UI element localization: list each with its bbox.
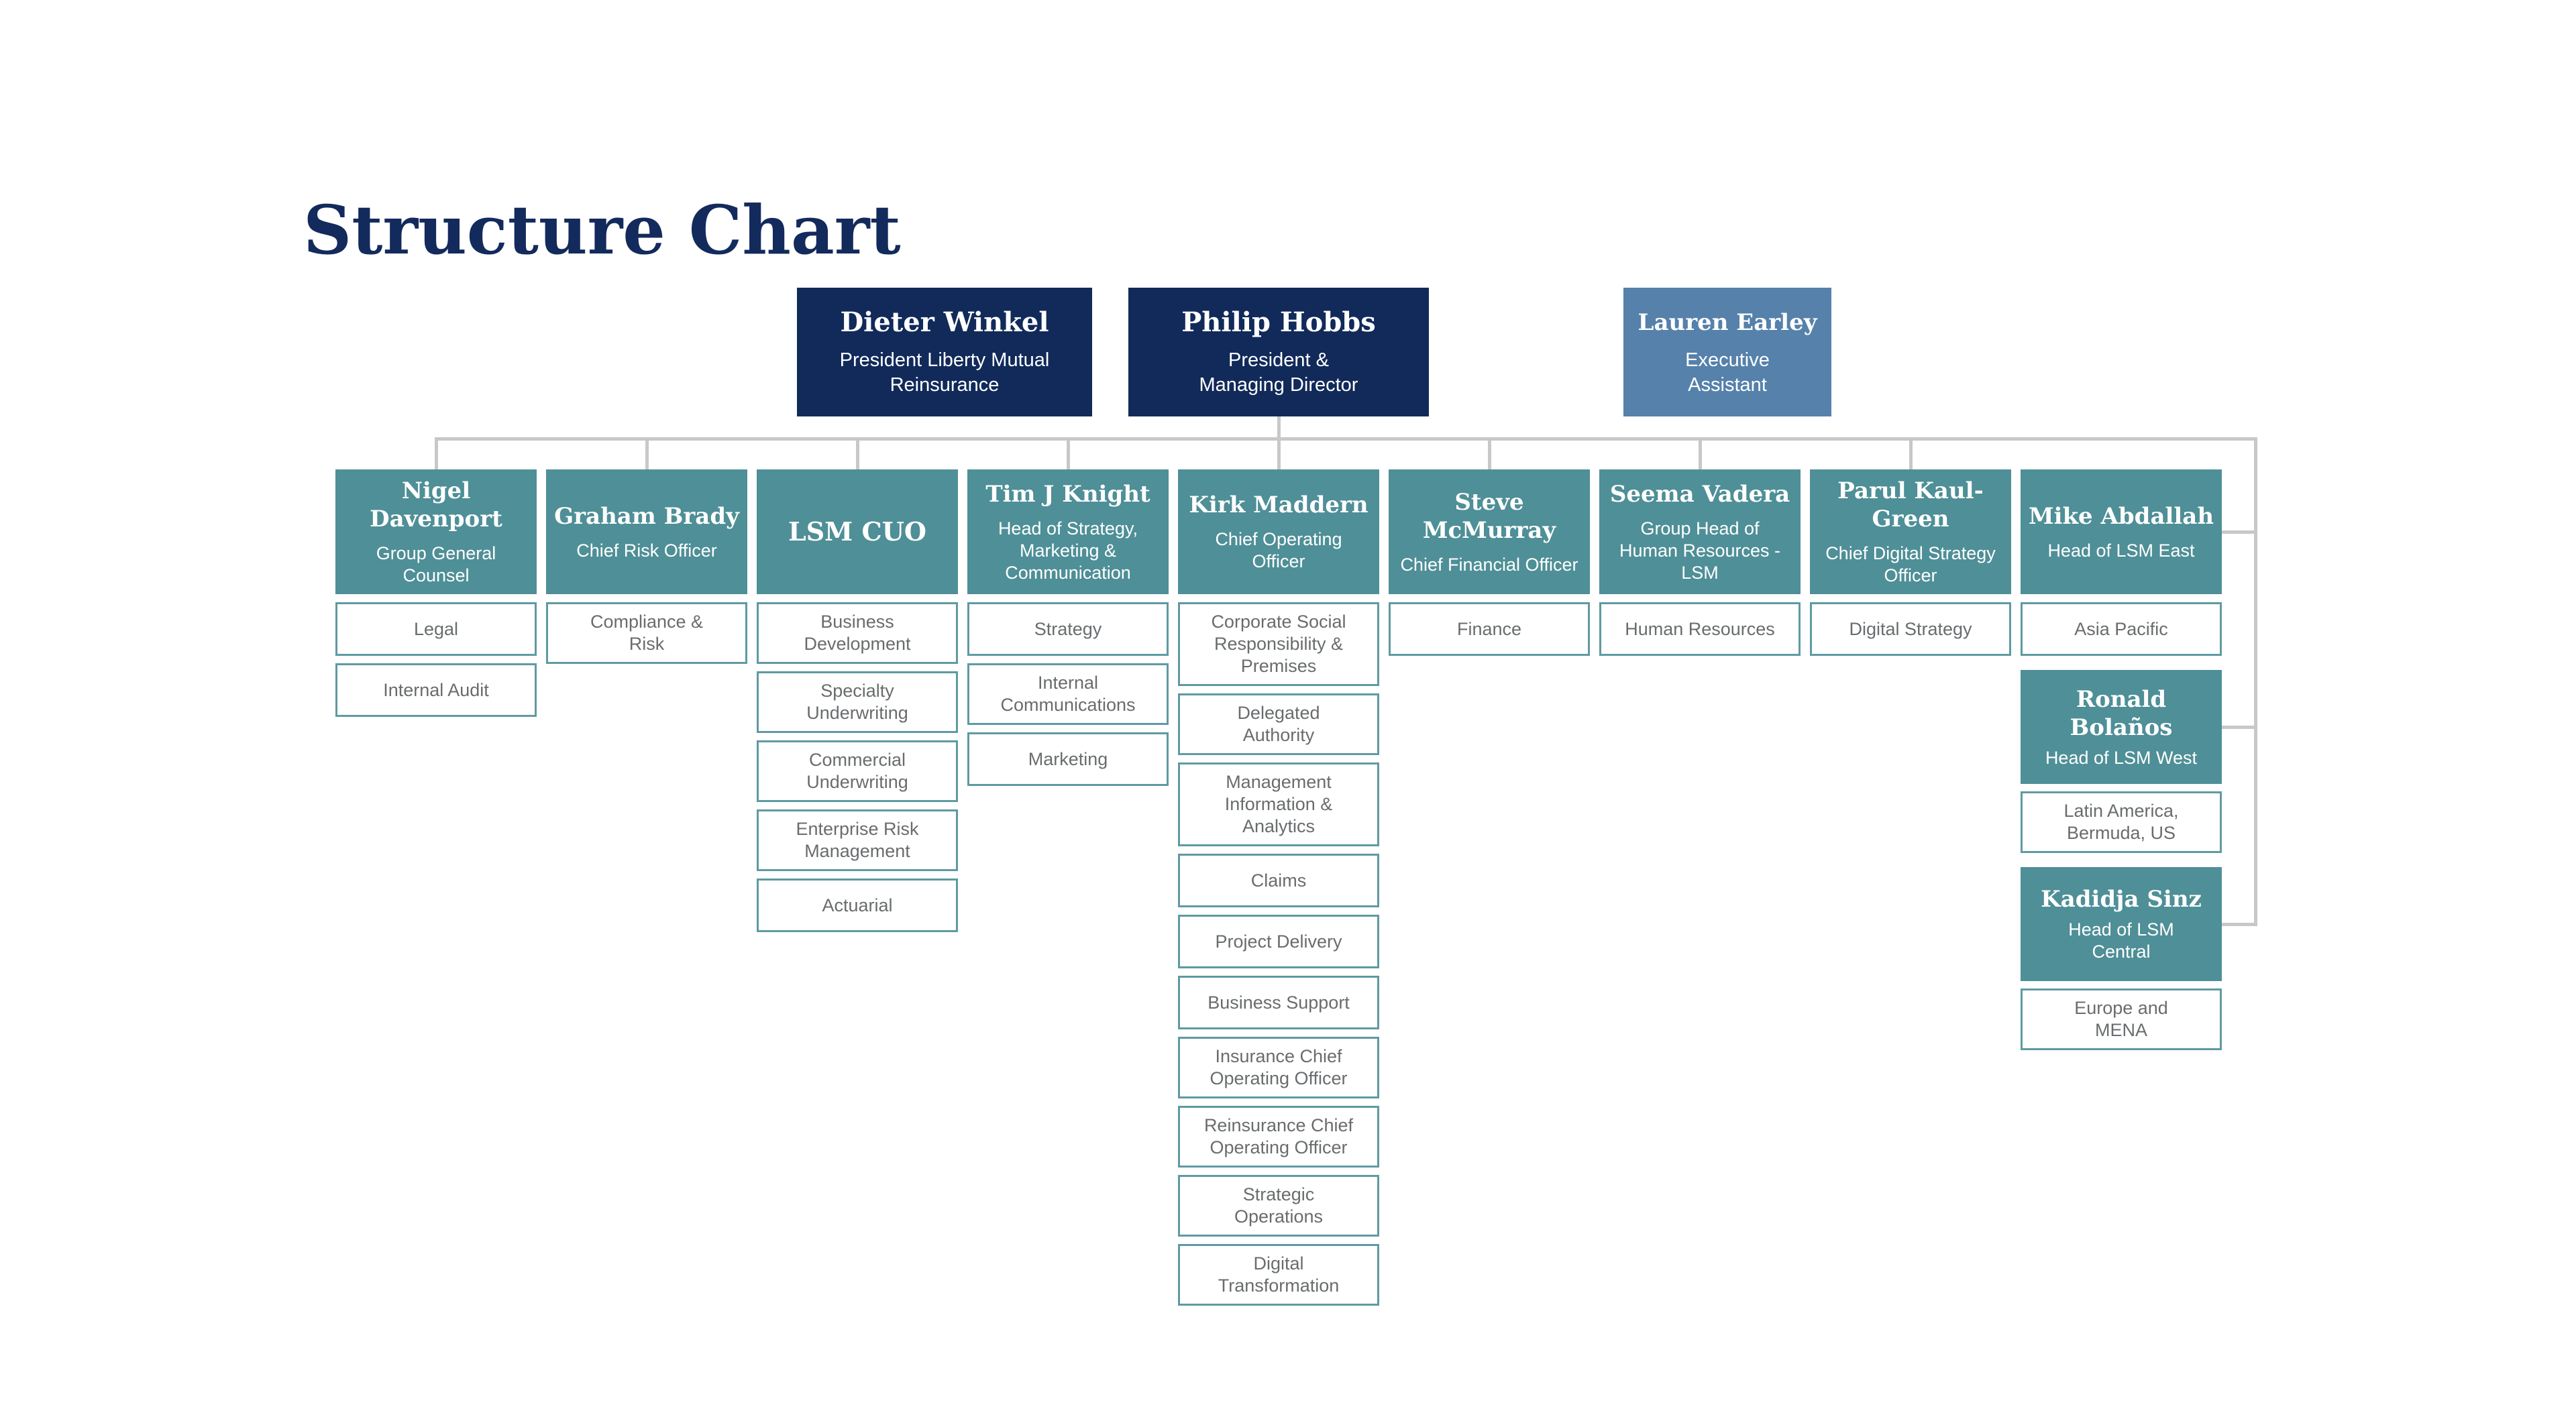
unit-box: Insurance Chief Operating Officer bbox=[1178, 1037, 1379, 1098]
sub-column: Corporate Social Responsibility & Premis… bbox=[1178, 602, 1379, 1306]
unit-box: Management Information & Analytics bbox=[1178, 762, 1379, 846]
dept-role: Head of LSM Central bbox=[2068, 919, 2174, 962]
unit-box: Digital Strategy bbox=[1810, 602, 2011, 656]
connector-drop bbox=[1277, 437, 1281, 469]
unit-box: Commercial Underwriting bbox=[757, 740, 958, 802]
unit-box: Latin America, Bermuda, US bbox=[2021, 791, 2222, 853]
connector-stub bbox=[2222, 726, 2254, 729]
connector-drop bbox=[435, 437, 438, 469]
unit-box: Specialty Underwriting bbox=[757, 671, 958, 733]
connector-drop bbox=[645, 437, 649, 469]
unit-box: Internal Communications bbox=[967, 663, 1169, 725]
unit-box: Digital Transformation bbox=[1178, 1244, 1379, 1306]
unit-box: Business Development bbox=[757, 602, 958, 664]
unit-box: Strategic Operations bbox=[1178, 1175, 1379, 1237]
person-name: Dieter Winkel bbox=[840, 306, 1049, 338]
unit-box: Enterprise Risk Management bbox=[757, 809, 958, 871]
dept-name: Tim J Knight bbox=[985, 480, 1150, 508]
page-title: Structure Chart bbox=[303, 190, 901, 270]
unit-box: Reinsurance Chief Operating Officer bbox=[1178, 1106, 1379, 1168]
person-name: Philip Hobbs bbox=[1181, 306, 1376, 338]
dept-name: Nigel Davenport bbox=[370, 477, 502, 532]
dept-role: Head of LSM East bbox=[2047, 540, 2195, 561]
dept-name: Parul Kaul-Green bbox=[1837, 477, 1984, 532]
connector-drop bbox=[1067, 437, 1070, 469]
dept-name: Kirk Maddern bbox=[1189, 492, 1368, 518]
sub-column: Human Resources bbox=[1599, 602, 1801, 656]
sub-column: Finance bbox=[1389, 602, 1590, 656]
connector-exec-drop bbox=[1277, 416, 1281, 437]
connector-bus bbox=[436, 437, 2257, 441]
connector-drop bbox=[1699, 437, 1702, 469]
unit-box: Human Resources bbox=[1599, 602, 1801, 656]
unit-box: Corporate Social Responsibility & Premis… bbox=[1178, 602, 1379, 686]
unit-box: Project Delivery bbox=[1178, 915, 1379, 968]
dept-role: Group Head of Human Resources - LSM bbox=[1619, 518, 1781, 583]
sub-column: Compliance & Risk bbox=[546, 602, 747, 664]
dept-role: Chief Financial Officer bbox=[1400, 554, 1578, 575]
dept-role: Chief Operating Officer bbox=[1215, 529, 1342, 571]
person-role: President & Managing Director bbox=[1199, 349, 1358, 396]
unit-box: Compliance & Risk bbox=[546, 602, 747, 664]
unit-box: Europe and MENA bbox=[2021, 988, 2222, 1050]
unit-box: Actuarial bbox=[757, 878, 958, 932]
dept-role: Head of Strategy, Marketing & Communicat… bbox=[998, 518, 1138, 583]
dept-role: Head of LSM West bbox=[2045, 747, 2198, 768]
unit-box: Finance bbox=[1389, 602, 1590, 656]
person-role: President Liberty Mutual Reinsurance bbox=[839, 349, 1050, 396]
dept-role: Group General Counsel bbox=[376, 543, 496, 585]
dept-name: LSM CUO bbox=[788, 516, 926, 547]
unit-box: Internal Audit bbox=[335, 663, 537, 717]
unit-box: Asia Pacific bbox=[2021, 602, 2222, 656]
dept-name: Mike Abdallah bbox=[2028, 502, 2214, 530]
unit-box: Legal bbox=[335, 602, 537, 656]
connector-bracket bbox=[2254, 437, 2257, 926]
sub-column: Digital Strategy bbox=[1810, 602, 2011, 656]
person-role: Executive Assistant bbox=[1685, 349, 1770, 396]
dept-name: Ronald Bolaños bbox=[2070, 685, 2173, 741]
connector-drop bbox=[1909, 437, 1913, 469]
unit-box: Business Support bbox=[1178, 976, 1379, 1029]
connector-drop bbox=[856, 437, 859, 469]
unit-box: Claims bbox=[1178, 854, 1379, 907]
dept-name: Kadidja Sinz bbox=[2041, 886, 2202, 913]
unit-box: Delegated Authority bbox=[1178, 693, 1379, 755]
dept-name: Seema Vadera bbox=[1609, 480, 1790, 508]
connector-stub bbox=[2222, 530, 2254, 534]
dept-name: Graham Brady bbox=[554, 502, 739, 530]
connector-stub bbox=[2222, 923, 2254, 926]
dept-role: Chief Digital Strategy Officer bbox=[1825, 543, 1996, 585]
connector-drop bbox=[1488, 437, 1491, 469]
dept-name: Steve McMurray bbox=[1422, 488, 1556, 544]
dept-role: Chief Risk Officer bbox=[576, 540, 717, 561]
unit-box: Strategy bbox=[967, 602, 1169, 656]
person-name: Lauren Earley bbox=[1638, 309, 1817, 336]
dept-head: LSM CUO bbox=[757, 469, 958, 594]
unit-box: Marketing bbox=[967, 732, 1169, 786]
